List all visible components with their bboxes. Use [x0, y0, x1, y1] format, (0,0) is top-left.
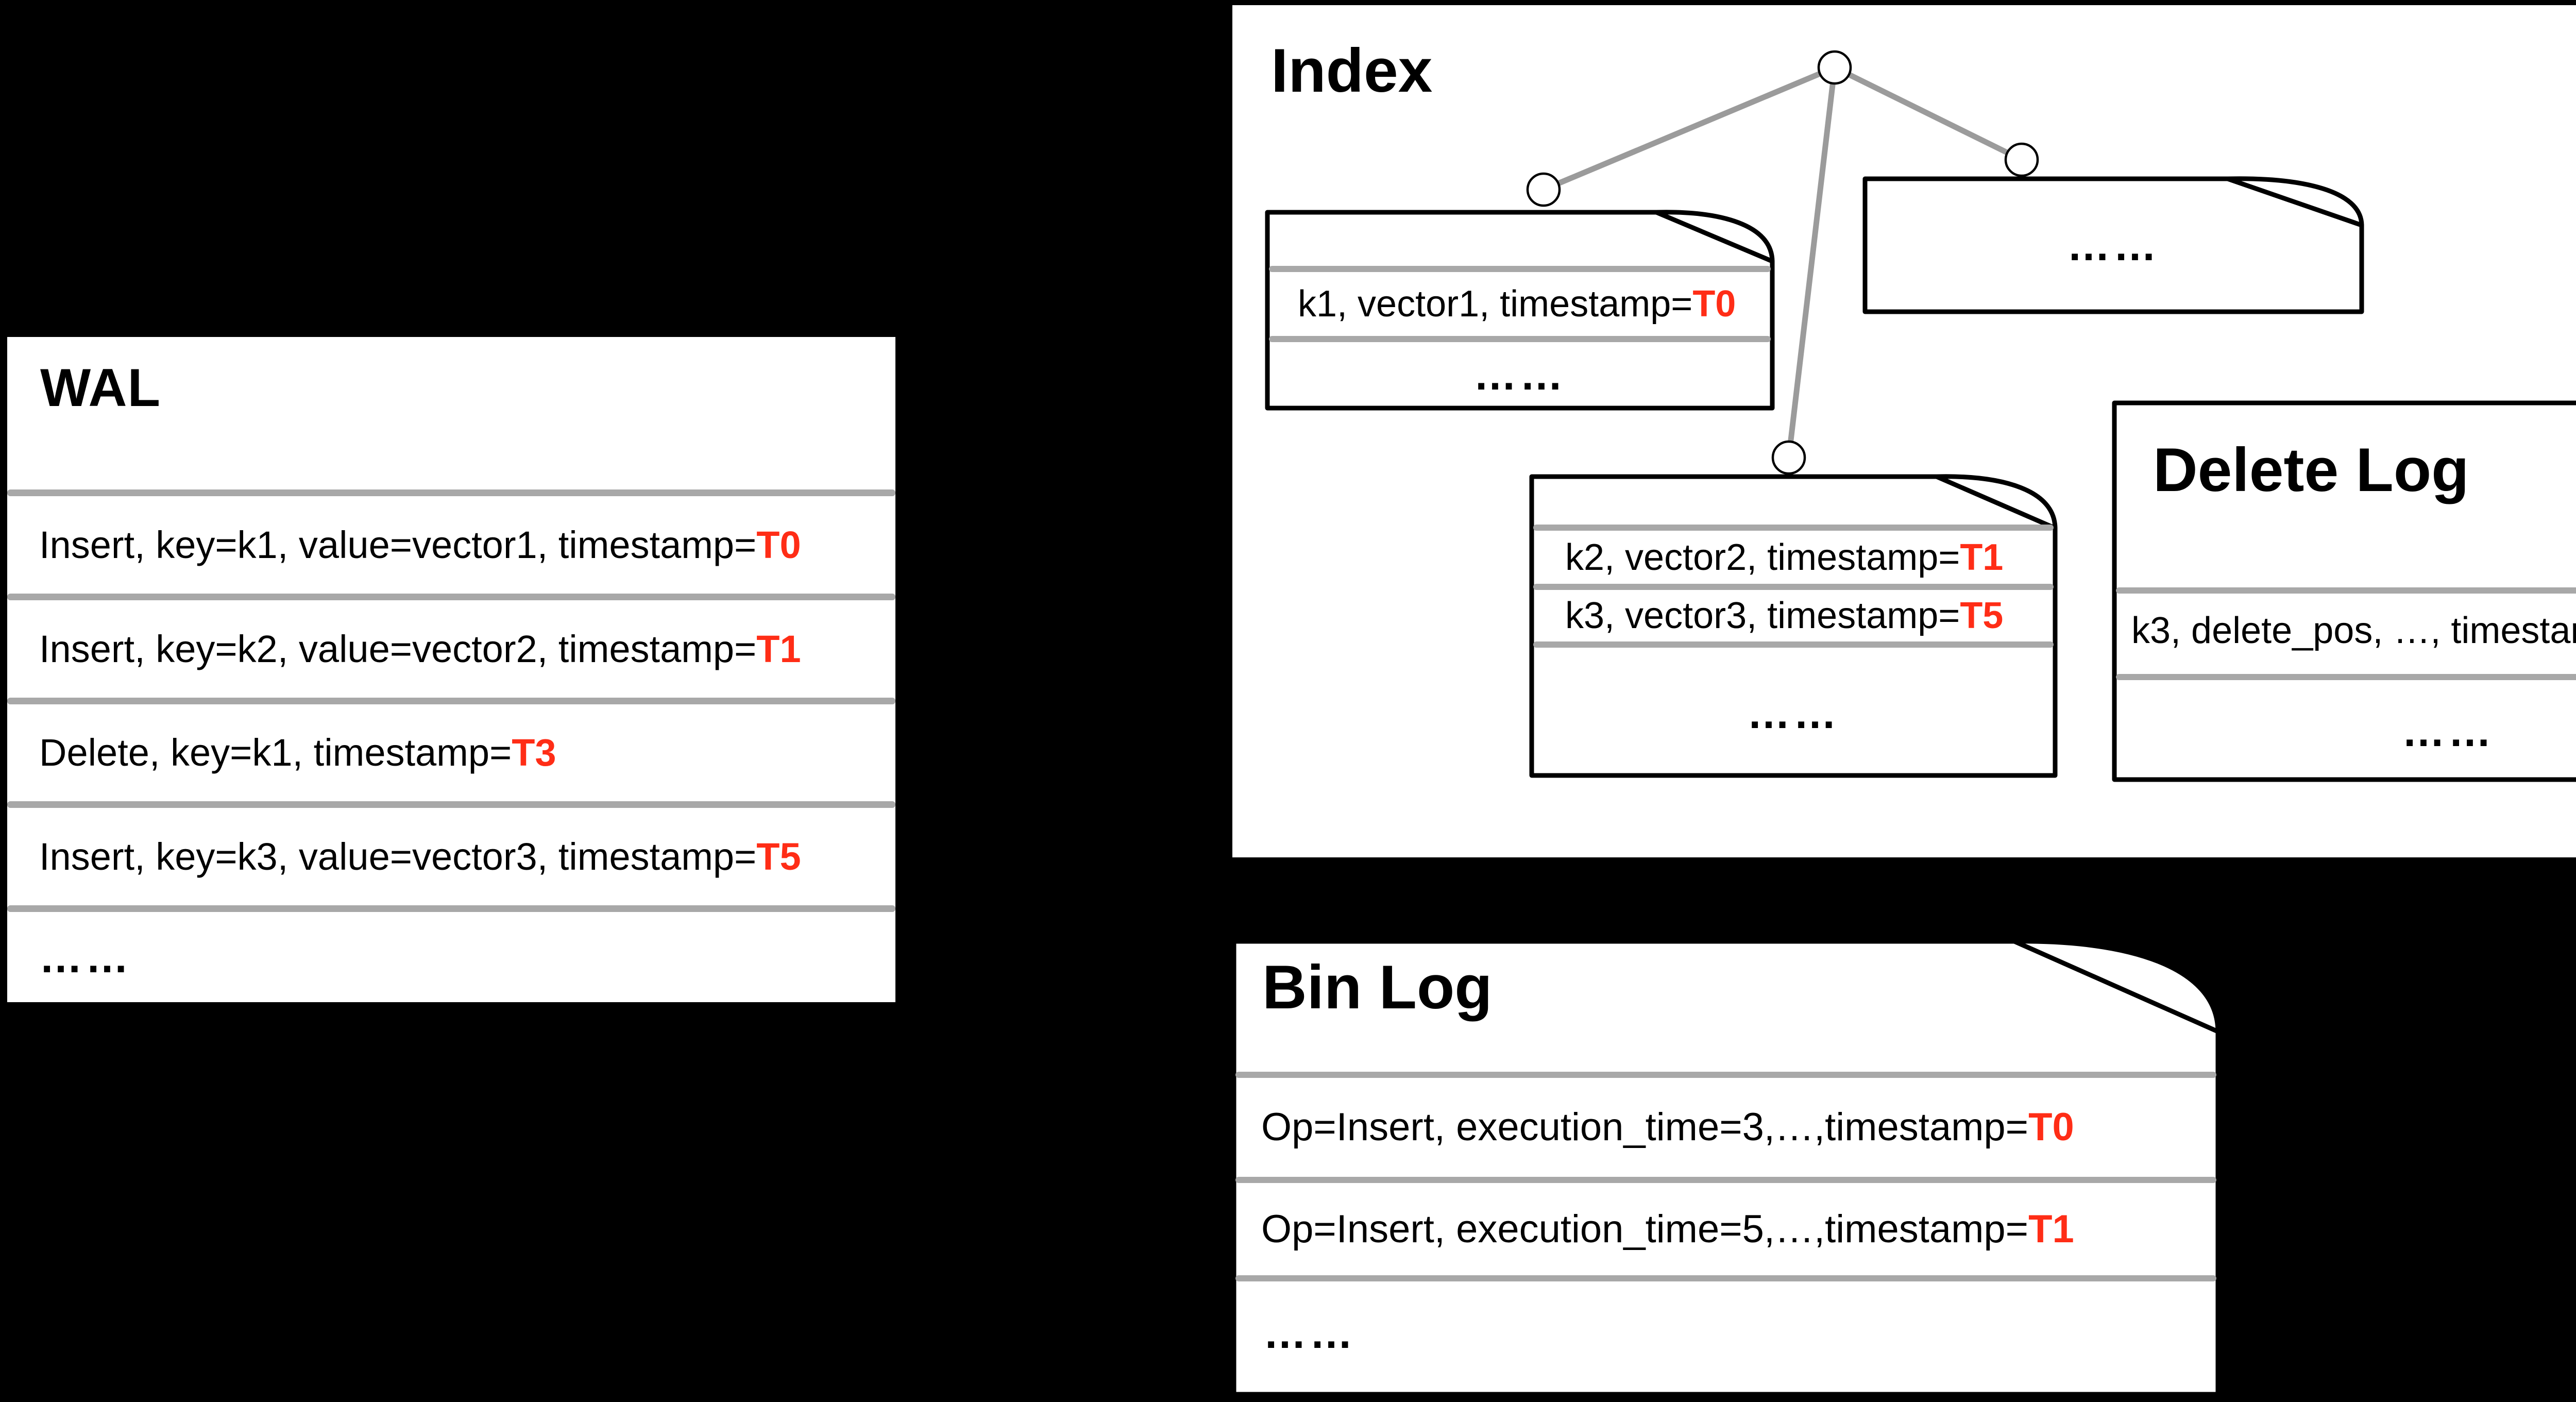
wal-title: WAL — [40, 358, 161, 418]
wal-row-text: Insert, key=k3, value=vector3, timestamp… — [39, 835, 757, 878]
index-panel: Index k1, vector1, timestamp=T0 …… k2, v… — [1232, 5, 2576, 857]
wal-table: WAL Insert, key=k1, value=vector1, times… — [5, 335, 897, 1004]
document-page-shape — [1862, 176, 2364, 314]
doc-row-text: Op=Insert, execution_time=3,…,timestamp= — [1261, 1105, 2029, 1149]
delete-log-doc: Delete Log k3, delete_pos, …, timestamp=… — [2112, 400, 2576, 782]
wal-row-text: Insert, key=k1, value=vector1, timestamp… — [39, 523, 757, 566]
doc-row-text: k3, delete_pos, …, timestamp= — [2131, 610, 2576, 651]
bin-log-title: Bin Log — [1262, 953, 1493, 1022]
divider — [1533, 525, 2054, 531]
divider — [7, 594, 895, 600]
wal-row: Insert, key=k3, value=vector3, timestamp… — [7, 808, 895, 905]
wal-row-text: Delete, key=k1, timestamp= — [39, 731, 512, 774]
bin-log-doc: Bin Log Op=Insert, execution_time=3,…,ti… — [1231, 939, 2221, 1397]
doc-row-text: k3, vector3, timestamp= — [1565, 595, 1960, 636]
divider — [1269, 266, 1771, 272]
doc-row: k1, vector1, timestamp=T0 — [1265, 272, 1775, 336]
doc-row-text: k1, vector1, timestamp= — [1298, 283, 1693, 325]
timestamp-value: T1 — [1960, 536, 2004, 578]
doc-row: k3, delete_pos, …, timestamp=T3 — [2112, 594, 2576, 668]
folded-corner-icon — [1934, 474, 2058, 531]
divider — [1235, 1275, 2216, 1281]
divider — [1235, 1177, 2216, 1183]
divider — [1533, 641, 2054, 648]
segment-doc-k1: k1, vector1, timestamp=T0 …… — [1265, 210, 1775, 411]
divider — [7, 489, 895, 496]
doc-row: k2, vector2, timestamp=T1 — [1529, 531, 2058, 584]
timestamp-value: T5 — [756, 835, 801, 878]
doc-row: Op=Insert, execution_time=5,…,timestamp=… — [1231, 1183, 2221, 1275]
divider — [1269, 336, 1771, 342]
timestamp-value: T0 — [756, 523, 801, 566]
folded-corner-icon — [2012, 939, 2221, 1034]
divider — [7, 801, 895, 808]
wal-row: Insert, key=k2, value=vector2, timestamp… — [7, 600, 895, 698]
divider — [7, 698, 895, 704]
tree-edge — [1786, 67, 1838, 458]
segment-doc-k2-k3: k2, vector2, timestamp=T1 k3, vector3, t… — [1529, 474, 2058, 778]
timestamp-value: T1 — [756, 627, 801, 670]
timestamp-value: T3 — [512, 731, 556, 774]
wal-row: Delete, key=k1, timestamp=T3 — [7, 704, 895, 801]
more-rows-ellipsis: …… — [1747, 688, 1840, 737]
tree-edge — [1542, 64, 1836, 193]
delete-log-title: Delete Log — [2153, 435, 2469, 504]
divider — [7, 905, 895, 912]
divider — [1235, 1072, 2216, 1078]
tree-node-icon — [2004, 142, 2039, 177]
timestamp-value: T0 — [2028, 1105, 2074, 1149]
segment-doc-more: …… — [1862, 176, 2364, 314]
divider — [1533, 584, 2054, 590]
more-rows-ellipsis: …… — [2067, 221, 2160, 269]
tree-node-icon — [1771, 440, 1806, 475]
wal-row: Insert, key=k1, value=vector1, timestamp… — [7, 496, 895, 594]
folded-corner-icon — [1654, 210, 1775, 264]
divider — [2116, 674, 2576, 680]
tree-root-node-icon — [1817, 50, 1852, 85]
document-page-shape — [1265, 210, 1775, 411]
tree-edge — [1833, 65, 2023, 162]
doc-row: k3, vector3, timestamp=T5 — [1529, 590, 2058, 641]
doc-row: Op=Insert, execution_time=3,…,timestamp=… — [1231, 1078, 2221, 1177]
more-rows-ellipsis: …… — [1263, 1309, 1356, 1357]
more-rows-ellipsis: …… — [2402, 707, 2495, 755]
divider — [2116, 587, 2576, 594]
timestamp-value: T5 — [1960, 595, 2004, 636]
document-page-shape — [1529, 474, 2058, 778]
doc-row-text: Op=Insert, execution_time=5,…,timestamp= — [1261, 1207, 2029, 1251]
tree-node-icon — [1526, 172, 1561, 207]
timestamp-value: T1 — [2028, 1207, 2074, 1251]
doc-row-text: k2, vector2, timestamp= — [1565, 536, 1960, 578]
folded-corner-icon — [2225, 176, 2364, 228]
more-rows-ellipsis: …… — [1473, 350, 1566, 399]
index-title: Index — [1271, 36, 1433, 105]
index-tree — [1526, 50, 2039, 475]
more-rows-ellipsis: …… — [39, 933, 132, 982]
wal-row-text: Insert, key=k2, value=vector2, timestamp… — [39, 627, 757, 670]
timestamp-value: T0 — [1692, 283, 1736, 325]
